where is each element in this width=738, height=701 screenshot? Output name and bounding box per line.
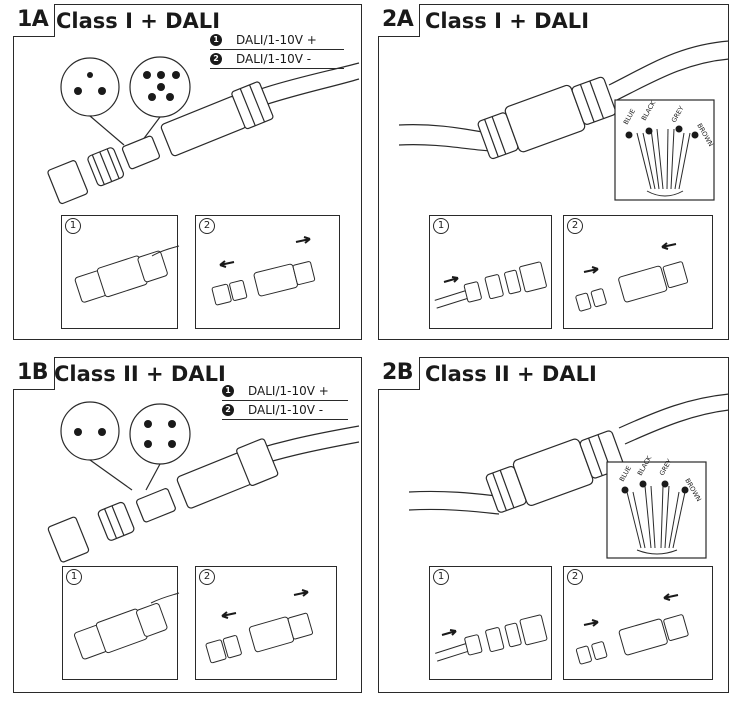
legend-row: 2 DALI/1-10V - — [210, 50, 344, 69]
panel-1a: 1A Class I + DALI 1 DALI/1-10V + 2 DALI/1-… — [13, 4, 362, 340]
assembled-connector-illustration — [74, 592, 180, 660]
legend-label: DALI/1-10V - — [236, 52, 312, 66]
legend-row: 1 DALI/1-10V + — [222, 382, 348, 401]
pin-number-badge: 1 — [222, 385, 234, 397]
pin-legend: 1 DALI/1-10V + 2 DALI/1-10V - — [210, 31, 344, 69]
step-number: 2 — [199, 569, 215, 585]
step-number: 2 — [199, 218, 215, 234]
step-number: 1 — [433, 218, 449, 234]
step-box: 2 — [195, 566, 337, 680]
assembled-connector-illustration — [74, 245, 180, 303]
connector-exploded-illustration — [47, 401, 360, 563]
legend-label: DALI/1-10V + — [248, 384, 329, 398]
step-number: 2 — [567, 218, 583, 234]
step-number: 1 — [433, 569, 449, 585]
wire-color-inset: BLUE BLACK GREY BROWN — [614, 99, 715, 201]
panel-2b: 2B Class II + DALI BLUE BLACK GREY — [378, 357, 730, 693]
step-box: 1 — [429, 215, 552, 329]
panel-tag: 1B — [13, 357, 56, 390]
panel-title: Class II + DALI — [425, 362, 597, 386]
step-box: 1 — [62, 566, 180, 680]
legend-row: 2 DALI/1-10V - — [222, 401, 348, 420]
connector-exploded-illustration — [47, 56, 360, 205]
pin-number-badge: 2 — [210, 53, 222, 65]
panel-tag: 1A — [13, 4, 56, 37]
disassembly-illustration — [211, 236, 316, 306]
reassembly-illustration — [575, 242, 689, 312]
legend-label: DALI/1-10V + — [236, 33, 317, 47]
wired-connector-illustration: BLUE BLACK GREY BROWN — [398, 40, 730, 201]
pin-number-badge: 1 — [210, 34, 222, 46]
step-number: 2 — [567, 569, 583, 585]
step-box: 2 — [195, 215, 340, 329]
step-number: 1 — [66, 569, 82, 585]
wire-insertion-illustration — [434, 261, 547, 309]
panel-1b: 1B Class II + DALI 1 DALI/1-10V + 2 DALI/1… — [13, 357, 362, 693]
panel-tag: 2A — [378, 4, 421, 37]
step-box: 2 — [563, 566, 713, 680]
step-box: 1 — [61, 215, 180, 329]
pin-legend: 1 DALI/1-10V + 2 DALI/1-10V - — [222, 382, 348, 420]
step-box: 2 — [563, 215, 713, 329]
panel-title: Class I + DALI — [56, 9, 221, 33]
pin-number-badge: 2 — [222, 404, 234, 416]
reassembly-illustration — [575, 593, 689, 665]
panel-title: Class II + DALI — [54, 362, 226, 386]
legend-row: 1 DALI/1-10V + — [210, 31, 344, 50]
panel-title: Class I + DALI — [425, 9, 590, 33]
wire-insertion-illustration — [435, 614, 548, 662]
panel-2a: 2A Class I + DALI BLUE BLACK GREY — [378, 4, 730, 340]
legend-label: DALI/1-10V - — [248, 403, 324, 417]
disassembly-illustration — [205, 589, 314, 664]
panel-tag: 2B — [378, 357, 421, 390]
step-number: 1 — [65, 218, 81, 234]
wire-color-inset: BLUE BLACK GREY BROWN — [606, 454, 707, 559]
step-box: 1 — [429, 566, 552, 680]
wired-connector-illustration: BLUE BLACK GREY BROWN — [408, 393, 730, 559]
